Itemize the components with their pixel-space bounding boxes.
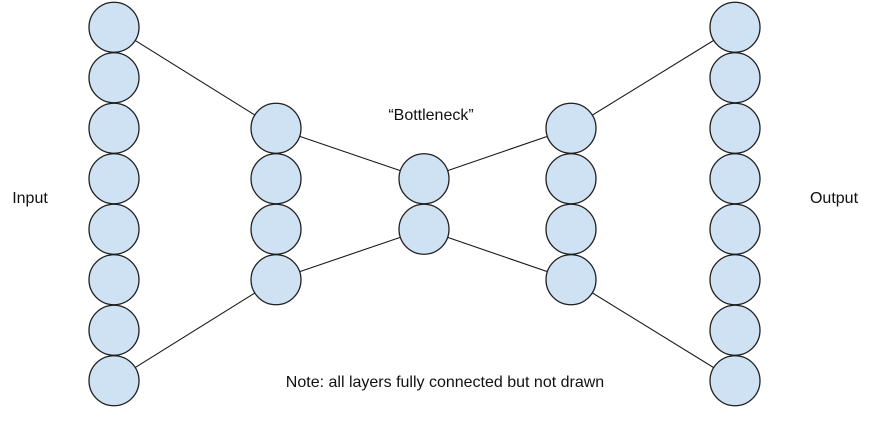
neuron [250, 203, 302, 255]
connection-top-3 [423, 127, 572, 180]
bottleneck-label: “Bottleneck” [388, 107, 473, 124]
neuron [709, 355, 761, 407]
neuron [545, 102, 597, 154]
neuron [709, 52, 761, 104]
neuron [709, 102, 761, 154]
neuron [709, 254, 761, 306]
connection-top-2 [275, 127, 425, 180]
neuron [545, 254, 597, 306]
neuron [545, 203, 597, 255]
neurons [88, 1, 761, 407]
neuron [88, 153, 140, 205]
neuron [709, 304, 761, 356]
neuron [88, 304, 140, 356]
neuron [709, 1, 761, 53]
bottleneck-layer [398, 153, 450, 255]
neuron [250, 153, 302, 205]
neuron [709, 153, 761, 205]
neuron [88, 102, 140, 154]
connection-top-1 [113, 26, 277, 129]
input-label: Input [12, 190, 48, 207]
neuron [709, 203, 761, 255]
neuron [250, 254, 302, 306]
neuron [88, 203, 140, 255]
encoder-layer [250, 102, 302, 306]
neuron [250, 102, 302, 154]
output-layer [709, 1, 761, 407]
output-label: Output [810, 190, 859, 207]
neuron [88, 254, 140, 306]
neuron [88, 355, 140, 407]
connection-bottom-2 [275, 228, 425, 281]
note-text: Note: all layers fully connected but not… [286, 374, 604, 391]
connection-bottom-4 [570, 279, 736, 382]
neuron [398, 153, 450, 205]
connection-bottom-3 [423, 228, 572, 281]
decoder-layer [545, 102, 597, 306]
connection-bottom-1 [113, 279, 277, 382]
layer-connections [113, 26, 736, 382]
neuron [545, 153, 597, 205]
input-layer [88, 1, 140, 407]
neuron [88, 52, 140, 104]
connection-top-4 [570, 26, 736, 129]
neuron [398, 203, 450, 255]
neuron [88, 1, 140, 53]
